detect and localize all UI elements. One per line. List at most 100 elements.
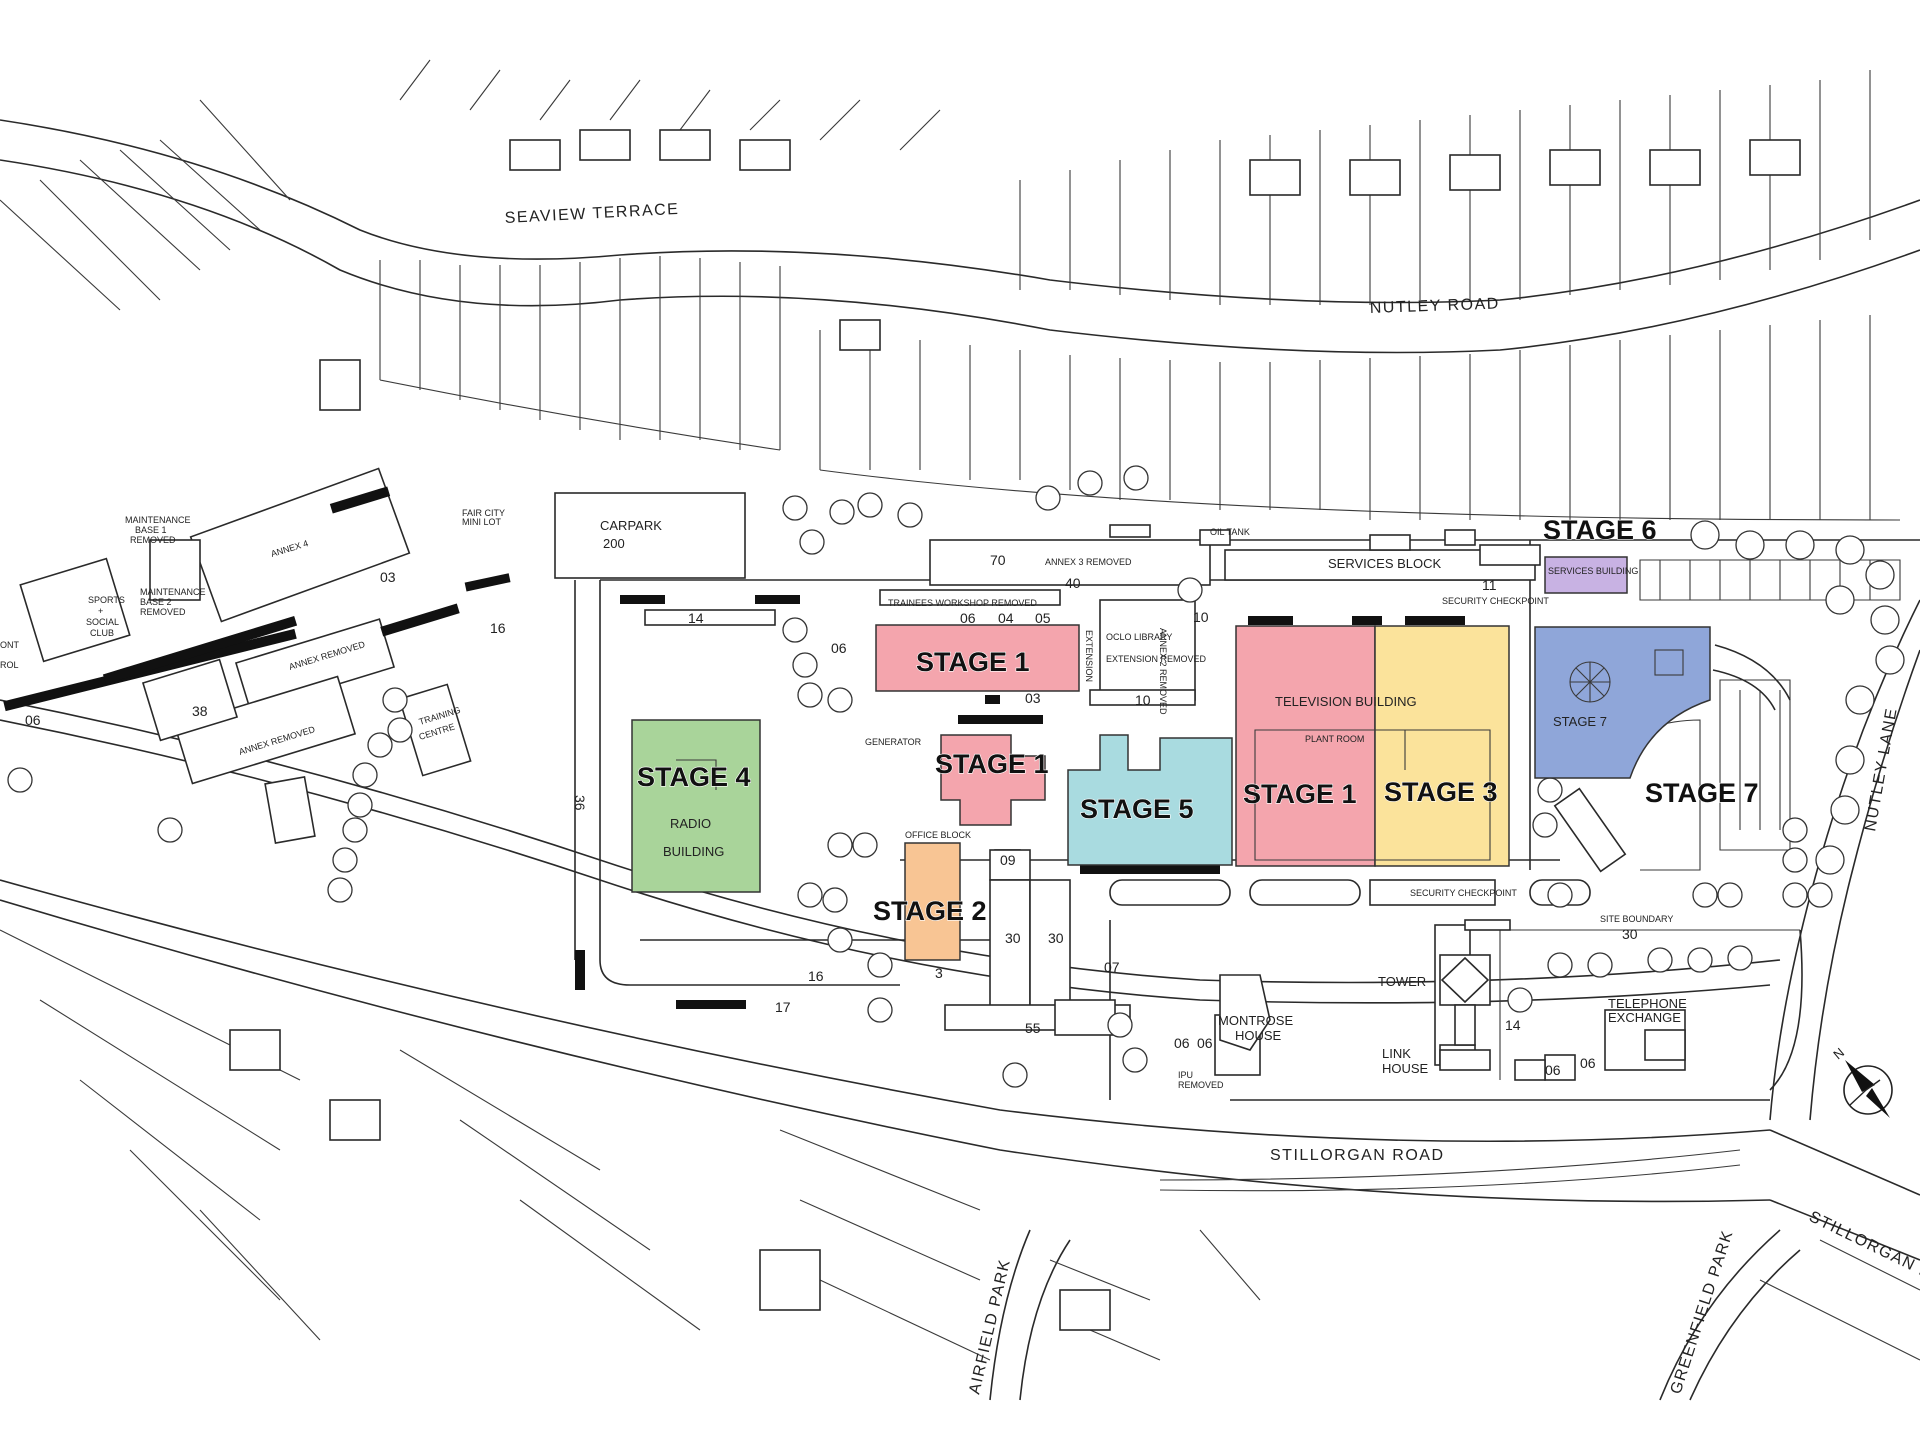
label-office-block: OFFICE BLOCK	[905, 830, 971, 840]
road-network	[0, 119, 1920, 1401]
stage-label-4: STAGE 4	[637, 762, 751, 792]
label-extension: EXTENSION	[1084, 630, 1094, 682]
number-label: 06	[831, 640, 847, 656]
number-label: 10	[1193, 609, 1209, 625]
stage1-area-tv	[1235, 625, 1376, 867]
label-maintenance-1b: BASE 1	[135, 525, 167, 535]
label-services-building: SERVICES BUILDING	[1548, 566, 1638, 576]
label-security-checkpoint-2: SECURITY CHECKPOINT	[1410, 888, 1517, 898]
label-control-1: ONT	[0, 640, 20, 650]
north-arrow-icon: N	[1830, 1045, 1893, 1118]
number-label: 05	[1035, 610, 1051, 626]
stage-label-7: STAGE 7	[1645, 778, 1759, 808]
label-oil-tank: OIL TANK	[1210, 527, 1250, 537]
stage6-area	[1544, 556, 1628, 594]
label-television-building: TELEVISION BUILDING	[1275, 694, 1417, 709]
number-label: 55	[1025, 1020, 1041, 1036]
number-label: 06	[25, 712, 41, 728]
stage-label-1-middle: STAGE 1	[935, 749, 1049, 779]
stage5-area	[1067, 734, 1233, 866]
label-services-block: SERVICES BLOCK	[1328, 556, 1442, 571]
number-label: 03	[380, 569, 396, 585]
number-label: 30	[1005, 930, 1021, 946]
label-site-boundary: SITE BOUNDARY	[1600, 914, 1673, 924]
road-label-stillorgan-road: STILLORGAN ROAD	[1270, 1147, 1445, 1164]
trees	[7, 465, 1905, 1088]
number-label: 70	[990, 552, 1006, 568]
number-label: 06	[1197, 1035, 1213, 1051]
label-radio-building-1: RADIO	[670, 816, 711, 831]
number-label: 11	[1482, 577, 1497, 593]
stage-label-3: STAGE 3	[1384, 777, 1498, 807]
stage-label-1-north: STAGE 1	[916, 647, 1030, 677]
label-maintenance-2: MAINTENANCE	[140, 587, 206, 597]
label-annex3-removed: ANNEX 3 REMOVED	[1045, 557, 1132, 567]
label-link-house-1: LINK	[1382, 1046, 1411, 1061]
road-label-airfield-park: AIRFIELD PARK	[966, 1257, 1014, 1396]
stage-label-5: STAGE 5	[1080, 794, 1194, 824]
label-tower: TOWER	[1378, 974, 1426, 989]
label-sports-4: CLUB	[90, 628, 114, 638]
stage-label-2: STAGE 2	[873, 896, 987, 926]
number-label: 09	[1000, 852, 1016, 868]
stage-labels: STAGE 1 STAGE 1 STAGE 1 STAGE 3 STAGE 4 …	[636, 514, 1759, 926]
label-maintenance-1c: REMOVED	[130, 535, 176, 545]
stage1-area-middle	[940, 734, 1046, 826]
stage-label-6: STAGE 6	[1543, 515, 1657, 545]
label-maintenance-2c: REMOVED	[140, 607, 186, 617]
label-maintenance-2b: BASE 2	[140, 597, 172, 607]
road-label-stillorgan-road-east: STILLORGAN R	[1806, 1208, 1920, 1283]
number-label: 04	[998, 610, 1014, 626]
stage4-area	[631, 719, 761, 893]
label-link-house-2: HOUSE	[1382, 1061, 1429, 1076]
label-radio-building-2: BUILDING	[663, 844, 724, 859]
stage3-area	[1374, 625, 1510, 867]
number-label: 30	[1048, 930, 1064, 946]
label-oclo-library: OCLO LIBRARY	[1106, 632, 1172, 642]
label-generator: GENERATOR	[865, 737, 922, 747]
label-maintenance-1: MAINTENANCE	[125, 515, 191, 525]
label-ipu-2: REMOVED	[1178, 1080, 1224, 1090]
number-label: 36	[572, 795, 588, 811]
label-extension-removed: EXTENSION REMOVED	[1106, 654, 1207, 664]
stage7-area	[1534, 626, 1711, 779]
stage2-area	[904, 842, 961, 961]
number-label: 06	[1580, 1055, 1596, 1071]
label-trainees-workshop: TRAINEES WORKSHOP REMOVED	[888, 598, 1037, 608]
number-label: 10	[1135, 692, 1151, 708]
label-montrose-2: HOUSE	[1235, 1028, 1282, 1043]
stage1-area-north	[875, 624, 1080, 692]
label-control-2: ROL	[0, 660, 19, 670]
road-label-nutley-road: NUTLEY ROAD	[1370, 295, 1501, 317]
svg-text:N: N	[1830, 1045, 1847, 1063]
number-label: 17	[775, 999, 791, 1015]
label-annex2-removed: ANNEX 2 REMOVED	[1158, 628, 1168, 715]
stage-label-7-inner: STAGE 7	[1553, 714, 1607, 729]
label-carpark: CARPARK	[600, 518, 662, 533]
housing-plots	[0, 59, 1920, 1361]
number-label: 38	[192, 703, 208, 719]
label-sports-2: +	[98, 606, 103, 616]
road-label-greenfield-park: GREENFIELD PARK	[1668, 1228, 1737, 1396]
label-montrose-1: MONTROSE	[1218, 1013, 1293, 1028]
number-label: 14	[1505, 1017, 1521, 1033]
label-sports-1: SPORTS	[88, 595, 125, 605]
number-label: 16	[490, 620, 506, 636]
number-label: 03	[1025, 690, 1041, 706]
number-label: 3	[935, 965, 943, 981]
number-label: 06	[1174, 1035, 1190, 1051]
label-fair-city-1: FAIR CITY	[462, 508, 505, 518]
number-label: 14	[688, 610, 704, 626]
label-plant-room: PLANT ROOM	[1305, 734, 1364, 744]
label-telephone-2: EXCHANGE	[1608, 1010, 1681, 1025]
label-ipu-1: IPU	[1178, 1070, 1193, 1080]
label-sports-3: SOCIAL	[86, 617, 119, 627]
black-markers	[3, 486, 1465, 1009]
label-telephone-1: TELEPHONE	[1608, 996, 1687, 1011]
number-label: 07	[1104, 959, 1120, 975]
number-label: 40	[1065, 575, 1081, 591]
label-fair-city-2: MINI LOT	[462, 517, 502, 527]
stage-label-1-tv: STAGE 1	[1243, 779, 1357, 809]
label-carpark-capacity: 200	[603, 536, 625, 551]
